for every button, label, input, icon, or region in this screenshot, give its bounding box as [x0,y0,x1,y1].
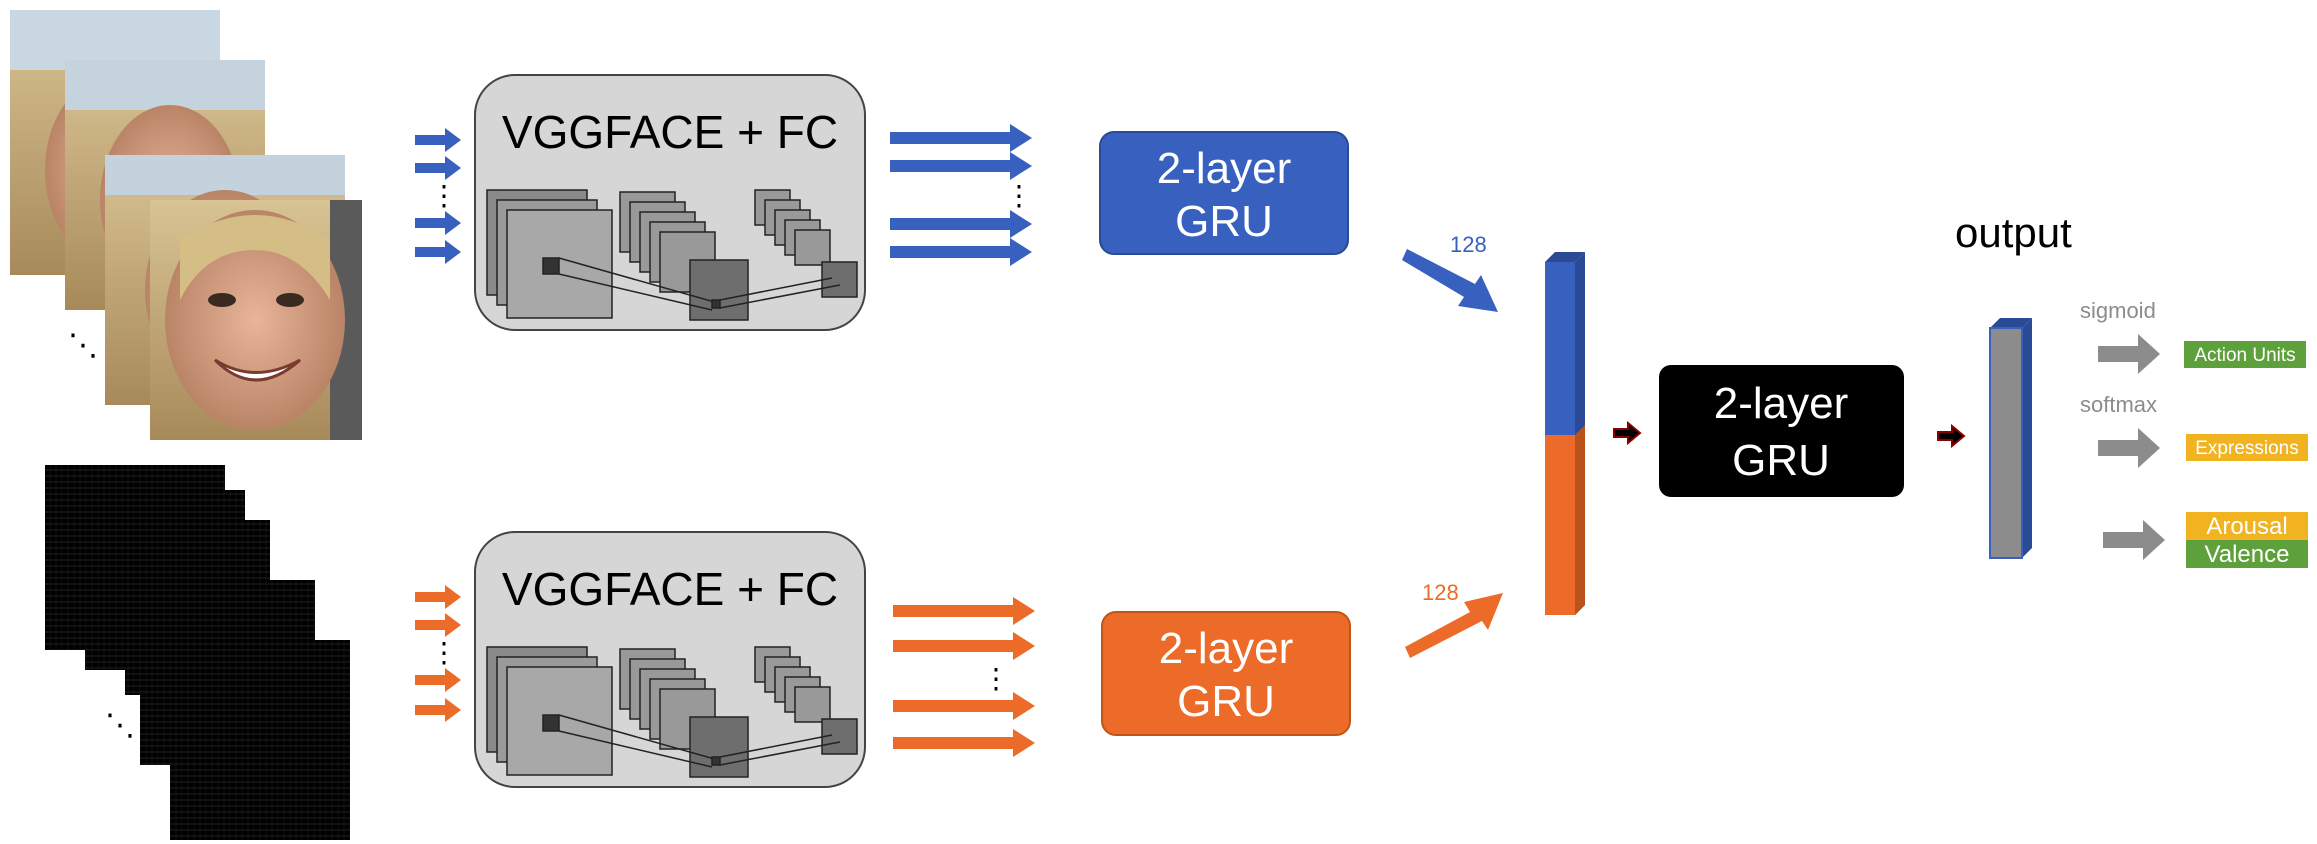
dim-label: 128 [1422,580,1459,605]
arrow-icon [890,124,1032,152]
arrow-icon [893,597,1035,625]
face-frame [150,200,362,440]
arousal-valence-label: Arousal Valence [2186,512,2308,568]
sigmoid-label: sigmoid [2080,298,2156,323]
arrow-icon [1613,420,1642,446]
arrow-icon [890,152,1032,180]
dim-label: 128 [1450,232,1487,257]
top-input-arrows [415,128,461,264]
cnn-feature-map-icon [486,646,858,778]
concat-vector [1545,252,1585,615]
output-title: output [1955,209,2072,256]
spectrogram-stack: ⋱ [45,465,350,840]
encoder-label: VGGFACE + FC [502,106,838,158]
stack-dots: ⋱ [68,328,98,363]
encoder-label: VGGFACE + FC [502,563,838,615]
action-units-label: Action Units [2184,341,2306,368]
gru-label-line2: GRU [1175,197,1273,246]
top-gru-box: 2-layer GRU [1099,131,1349,255]
arrow-icon [890,210,1032,238]
gru-label-line1: 2-layer [1157,144,1292,193]
gru-label-line2: GRU [1177,677,1275,726]
ellipsis-icon: ⋮ [982,662,1010,695]
gru-label-line2: GRU [1732,436,1830,485]
arousal-text: Arousal [2206,513,2287,540]
expressions-text: Expressions [2195,438,2299,459]
arrow-icon [1402,249,1498,312]
bottom-input-arrows [415,585,461,722]
arrow-icon [2103,520,2165,560]
arrow-icon [415,698,461,722]
top-encoder-box: VGGFACE + FC [474,74,866,331]
arrow-icon [415,613,461,637]
cnn-feature-map-icon [486,189,858,321]
arrow-icon [415,128,461,152]
gru-label-line1: 2-layer [1159,624,1294,673]
bottom-output-arrows [893,597,1035,757]
softmax-label: softmax [2080,392,2157,417]
arrow-icon [1405,593,1503,658]
arrow-icon [893,692,1035,720]
face-frame-stack: ⋱ [10,10,362,440]
expressions-label: Expressions [2186,434,2308,461]
arrow-icon [2098,428,2160,468]
output-vector [1989,318,2032,559]
valence-text: Valence [2205,541,2290,568]
top-output-arrows [890,124,1032,266]
arrow-icon [1937,423,1966,449]
arrow-icon [415,211,461,235]
ellipsis-icon: ⋮ [430,636,458,669]
arrow-icon [415,156,461,180]
stack-dots: ⋱ [105,708,135,743]
gru-label-line1: 2-layer [1714,379,1849,428]
ellipsis-icon: ⋮ [430,179,458,212]
bottom-encoder-box: VGGFACE + FC [474,531,866,788]
arrow-icon [415,668,461,692]
spectrogram-frame [170,640,350,840]
bottom-gru-box: 2-layer GRU [1101,611,1351,736]
arrow-icon [2098,334,2160,374]
action-units-text: Action Units [2194,345,2295,366]
arrow-icon [893,632,1035,660]
fusion-gru-box: 2-layer GRU [1659,365,1904,497]
arrow-icon [893,729,1035,757]
arrow-icon [415,585,461,609]
ellipsis-icon: ⋮ [1005,179,1033,212]
arrow-icon [890,238,1032,266]
arrow-icon [415,240,461,264]
